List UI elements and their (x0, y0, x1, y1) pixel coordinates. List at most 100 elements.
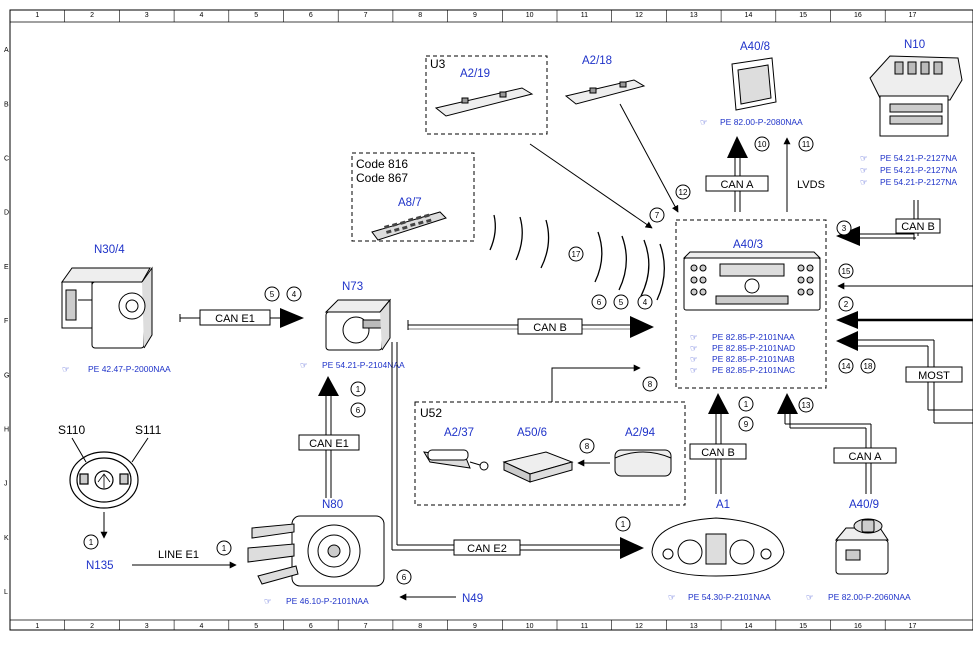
grid-column-label: 10 (526, 623, 534, 630)
badge: 13 (798, 397, 814, 413)
grid-column-label: 6 (309, 623, 313, 630)
badge: 8 (579, 438, 595, 454)
grid-column-label: 11 (581, 623, 588, 630)
svg-text:9: 9 (744, 420, 749, 429)
svg-text:4: 4 (643, 298, 648, 307)
bus-most: MOST (836, 331, 973, 424)
badge: 1 6 (350, 381, 366, 418)
ref-icon: ☞ (300, 360, 308, 370)
svg-text:PE 82.85-P-2101NAB: PE 82.85-P-2101NAB (712, 354, 795, 364)
svg-text:☞: ☞ (690, 332, 698, 342)
grid-column-label: 7 (364, 623, 368, 630)
svg-text:CAN E1: CAN E1 (215, 313, 255, 325)
grid-column-label: 15 (799, 12, 807, 19)
grid-row-label: J (4, 481, 8, 488)
grid-column-label: 14 (745, 12, 753, 19)
grid-row-label: K (4, 535, 9, 542)
grid-column-label: 7 (364, 12, 368, 19)
a40-3-label: A40/3 (733, 239, 763, 251)
grid-column-label: 4 (199, 623, 203, 630)
svg-text:5: 5 (270, 290, 275, 299)
badge: 3 15 2 14 18 (836, 220, 876, 374)
svg-text:PE 54.21-P-2127NA: PE 54.21-P-2127NA (880, 165, 957, 175)
a8-7-label: A8/7 (398, 197, 422, 209)
grid-column-label: 2 (90, 12, 94, 19)
svg-text:12: 12 (679, 188, 688, 197)
code-label: Code 816 (356, 157, 408, 171)
a1-ref: ☞ PE 54.30-P-2101NAA (668, 592, 771, 602)
n80-label: N80 (322, 499, 343, 511)
grid-column-label: 17 (909, 12, 917, 19)
badge: 6 (396, 569, 412, 585)
grid-column-label: 12 (635, 12, 643, 19)
bus-can-b-a1-a40-3: CAN B (689, 393, 747, 494)
a40-8-display-icon (731, 57, 777, 111)
badge: 8 (642, 376, 658, 392)
svg-text:18: 18 (864, 362, 873, 371)
a2-18-label: A2/18 (582, 55, 612, 67)
svg-text:14: 14 (842, 362, 851, 371)
grid-row-label: H (4, 427, 9, 434)
grid-column-label: 13 (690, 12, 698, 19)
bus-can-a-a40-9-a40-3: CAN A (777, 393, 897, 494)
svg-text:8: 8 (585, 442, 590, 451)
svg-text:6: 6 (356, 406, 361, 415)
ref-icon: ☞ (62, 364, 70, 374)
leader-line (131, 437, 149, 463)
svg-text:☞: ☞ (860, 153, 868, 163)
badge: 6 5 4 (591, 294, 653, 310)
steering-wheel-icon (69, 451, 139, 509)
svg-text:1: 1 (89, 538, 94, 547)
a2-18-antenna-icon (564, 79, 646, 105)
a2-94-label: A2/94 (625, 427, 656, 439)
bus-can-e1-n80-n73: CAN E1 (298, 376, 360, 498)
svg-text:CAN E1: CAN E1 (309, 438, 349, 450)
svg-text:PE 42.47-P-2000NAA: PE 42.47-P-2000NAA (88, 364, 171, 374)
u52-group-box (414, 401, 686, 506)
svg-text:6: 6 (597, 298, 602, 307)
svg-text:3: 3 (842, 224, 847, 233)
n80-ref: ☞ PE 46.10-P-2101NAA (264, 596, 369, 606)
grid-row-label: B (4, 101, 9, 108)
svg-text:PE 54.30-P-2101NAA: PE 54.30-P-2101NAA (688, 592, 771, 602)
badge: 1 9 (738, 396, 754, 432)
svg-text:PE 82.00-P-2080NAA: PE 82.00-P-2080NAA (720, 117, 803, 127)
svg-text:CAN A: CAN A (720, 179, 754, 191)
grid-column-label: 9 (473, 623, 477, 630)
bus-can-b-n10-a40-3: CAN B (836, 200, 941, 246)
svg-text:☞: ☞ (860, 165, 868, 175)
grid-row-label: A (4, 47, 9, 54)
svg-text:17: 17 (572, 250, 581, 259)
svg-text:☞: ☞ (690, 343, 698, 353)
n30-4-ref: ☞ PE 42.47-P-2000NAA (62, 364, 171, 374)
grid-column-labels: 1122334455667788991010111112121313141415… (35, 10, 917, 630)
input-line-thick (836, 311, 973, 329)
svg-text:☞: ☞ (690, 365, 698, 375)
grid-column-label: 9 (473, 12, 477, 19)
grid-column-label: 10 (526, 12, 534, 19)
n135-label: N135 (86, 560, 114, 572)
svg-text:1: 1 (222, 544, 227, 553)
s110-label: S110 (58, 423, 85, 437)
grid-column-label: 1 (35, 623, 39, 630)
svg-text:1: 1 (356, 385, 361, 394)
svg-text:☞: ☞ (806, 592, 814, 602)
grid-column-label: 8 (418, 623, 422, 630)
badge: 1 (83, 534, 99, 550)
svg-text:☞: ☞ (264, 596, 272, 606)
svg-text:CAN A: CAN A (848, 451, 882, 463)
a40-3-head-unit-icon (682, 251, 822, 311)
svg-text:☞: ☞ (860, 177, 868, 187)
a1-instrument-cluster-icon (651, 517, 785, 577)
a2-37-antenna-icon (423, 449, 489, 471)
n30-4-label: N30/4 (94, 244, 125, 256)
svg-text:1: 1 (621, 520, 626, 529)
svg-text:CAN B: CAN B (901, 221, 935, 233)
remote-key-icon (371, 211, 447, 241)
svg-text:CAN B: CAN B (701, 447, 735, 459)
a2-94-module-icon (614, 449, 672, 477)
grid-row-label: D (4, 210, 9, 217)
